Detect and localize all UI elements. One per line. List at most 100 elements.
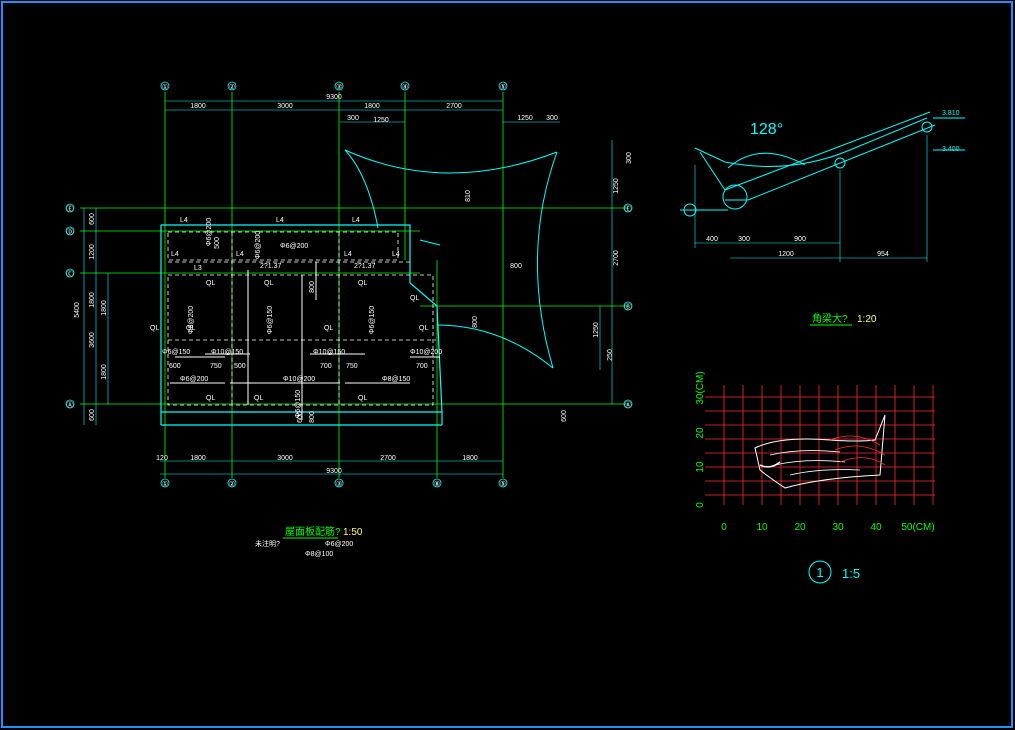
plan-note-3: Φ8@100 bbox=[305, 551, 333, 558]
grid-label-bottom-3: ③ bbox=[336, 480, 342, 488]
beam-label-l4-6: L4 bbox=[344, 251, 352, 258]
corner-dim-4: 1200 bbox=[778, 251, 794, 258]
top-dim-3: 1800 bbox=[364, 103, 380, 110]
top-dim-4: 2700 bbox=[446, 103, 462, 110]
beam-label-l4-1: L4 bbox=[180, 217, 188, 224]
small-dim-7: 800 bbox=[309, 281, 316, 293]
top-sub-dim-1: 300 bbox=[347, 115, 359, 122]
right-dimension-lines bbox=[599, 140, 613, 404]
grid-label-row-c: Ⓒ bbox=[67, 270, 74, 278]
plan-note-2: Φ6@200 bbox=[325, 541, 353, 548]
small-dim-2: 750 bbox=[210, 363, 222, 370]
beam-label-ql-9: QL bbox=[206, 395, 215, 402]
rebar-lines bbox=[170, 262, 440, 420]
grid-label-right-e: Ⓔ bbox=[625, 205, 632, 213]
right-dim-1: 300 bbox=[626, 152, 633, 164]
top-dim-2: 3000 bbox=[277, 103, 293, 110]
left-dim-3: 1800 bbox=[101, 300, 108, 316]
elevation-mid: 3.400 bbox=[942, 146, 960, 153]
ornament-x-tick-30: 30 bbox=[832, 522, 844, 533]
ornament-grid-detail[interactable]: 30(CM) 20 10 0 0 10 20 30 40 50(CM) 1 1:… bbox=[695, 371, 935, 584]
ornament-x-tick-0: 0 bbox=[721, 522, 727, 533]
corner-detail-scale: 1:20 bbox=[857, 314, 877, 325]
plan-grid-lines bbox=[80, 92, 628, 478]
beam-label-ql-7: QL bbox=[324, 325, 333, 332]
corner-dim-5: 954 bbox=[877, 251, 889, 258]
ornament-y-tick-10: 10 bbox=[695, 461, 706, 473]
grid-label-right-a: Ⓐ bbox=[625, 401, 632, 409]
rebar-label-7: Φ6@150 bbox=[162, 349, 190, 356]
corner-beam-detail[interactable]: 128° 3.810 3.400 400 300 900 1200 954 角梁… bbox=[680, 110, 965, 326]
rebar-label-2: Φ6@200 bbox=[206, 218, 213, 246]
small-dim-3: 600 bbox=[169, 363, 181, 370]
small-dim-9: 600 bbox=[297, 411, 304, 423]
left-inner-dim-1: 3600 bbox=[89, 332, 96, 348]
corner-dimension-lines bbox=[694, 135, 928, 262]
beam-label-l4-2: L4 bbox=[276, 217, 284, 224]
left-dimension-lines bbox=[83, 208, 109, 425]
grid-label-row-e: Ⓔ bbox=[67, 205, 74, 213]
beam-label-ql-2: QL bbox=[264, 280, 273, 287]
mid-dim-2: 800 bbox=[510, 263, 522, 270]
right-dim-3: 2700 bbox=[613, 250, 620, 266]
top-total-dim: 9300 bbox=[326, 94, 342, 101]
grid-label-col-4: ④ bbox=[402, 83, 408, 91]
grid-label-col-5: ⑤ bbox=[500, 83, 506, 91]
beam-label-ql-1: QL bbox=[206, 280, 215, 287]
mid-dim-1: 810 bbox=[465, 190, 472, 202]
beam-label-ql-10: QL bbox=[254, 395, 263, 402]
corner-dim-3: 900 bbox=[794, 236, 806, 243]
top-sub-dim-3: 1250 bbox=[517, 115, 533, 122]
small-dim-8: 500 bbox=[234, 363, 246, 370]
rebar-label-5: Φ6@150 bbox=[267, 306, 274, 334]
right-dim-5: 250 bbox=[607, 349, 614, 361]
grid-label-right-b: Ⓑ bbox=[625, 303, 632, 311]
rebar-label-3: Φ6@200 bbox=[255, 231, 262, 259]
grid-label-row-a: Ⓐ bbox=[67, 401, 74, 409]
corner-angle: 128° bbox=[750, 121, 783, 138]
rebar-label-4: Φ6@200 bbox=[188, 306, 195, 334]
ornament-y-tick-20: 20 bbox=[695, 427, 706, 439]
beam-label-l4-5: L4 bbox=[236, 251, 244, 258]
beam-label-ql-11: QL bbox=[358, 395, 367, 402]
bottom-total-dim: 9300 bbox=[326, 468, 342, 475]
beam-label-ql-6: QL bbox=[186, 325, 195, 332]
top-dim-1: 1800 bbox=[190, 103, 206, 110]
bottom-dimension-lines bbox=[160, 460, 503, 475]
beam-label-l3: L3 bbox=[194, 265, 202, 272]
rebar-label-12: Φ10@200 bbox=[283, 376, 315, 383]
grid-label-bottom-5: ⑤ bbox=[500, 480, 506, 488]
ornament-y-axis-unit: 30(CM) bbox=[695, 371, 706, 404]
small-dim-10: 800 bbox=[309, 411, 316, 423]
beam-label-ql-3: QL bbox=[358, 280, 367, 287]
left-dim-4: 1800 bbox=[101, 364, 108, 380]
roof-slab-plan[interactable]: ① ② ③ ④ ⑤ ① ② ③ ⑧ ⑤ Ⓔ Ⓓ Ⓒ Ⓐ bbox=[65, 81, 633, 558]
grid-label-bottom-1: ① bbox=[162, 480, 168, 488]
rebar-label-6: Φ6@150 bbox=[369, 306, 376, 334]
right-dim-4: 1250 bbox=[593, 322, 600, 338]
small-dim-5: 750 bbox=[346, 363, 358, 370]
small-dim-1: 500 bbox=[214, 237, 221, 249]
rebar-label-11: Φ6@200 bbox=[180, 376, 208, 383]
corner-beam-shape bbox=[680, 111, 965, 217]
left-dim-5: 600 bbox=[89, 409, 96, 421]
ornament-callout-number: 1 bbox=[816, 565, 823, 580]
elevation-top: 3.810 bbox=[942, 110, 960, 117]
ornament-scale: 1:5 bbox=[842, 566, 860, 581]
corner-dim-2: 300 bbox=[738, 236, 750, 243]
grid-label-col-2: ② bbox=[229, 83, 235, 91]
grid-label-col-1: ① bbox=[162, 83, 168, 91]
corner-detail-title: 角梁大? bbox=[812, 312, 848, 325]
left-inner-dim-2: 1800 bbox=[89, 292, 96, 308]
rebar-label-9: Φ10@150 bbox=[313, 349, 345, 356]
ornament-x-tick-40: 40 bbox=[870, 522, 882, 533]
bottom-dim-1: 1800 bbox=[190, 455, 206, 462]
rebar-label-10: Φ10@200 bbox=[410, 349, 442, 356]
top-sub-dim-2: 1250 bbox=[373, 117, 389, 124]
slab-outline bbox=[160, 224, 443, 426]
plan-title: 屋面板配筋? bbox=[285, 525, 341, 538]
grid-label-col-3: ③ bbox=[336, 83, 342, 91]
rebar-label-14: Φ6@150 bbox=[295, 390, 302, 418]
grid-label-bottom-4: ⑧ bbox=[434, 480, 440, 488]
